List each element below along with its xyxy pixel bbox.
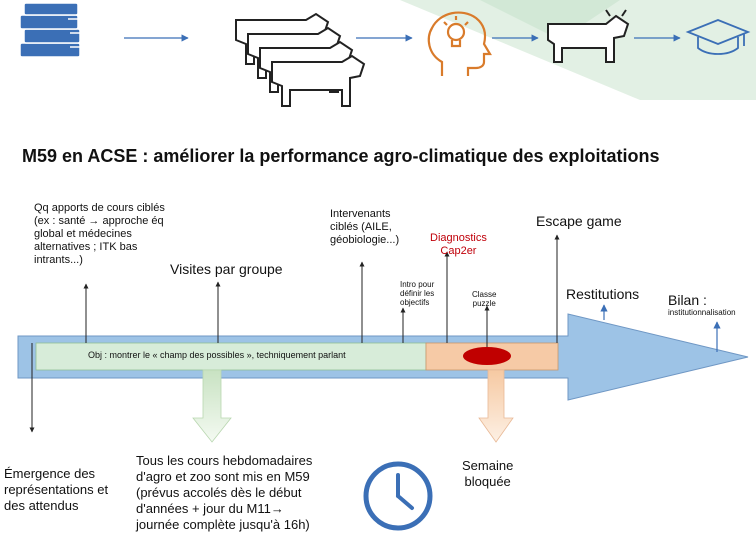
graduation-cap-icon <box>685 19 751 55</box>
clock-icon <box>363 461 433 531</box>
label-bilan: Bilan : <box>668 292 707 308</box>
label-semaine: Semaine bloquée <box>462 458 514 489</box>
green-down-arrow <box>192 369 232 443</box>
label-diagnostics: Diagnostics Cap2er <box>430 232 487 257</box>
label-escape-game: Escape game <box>536 213 622 229</box>
red-ellipse-marker <box>463 347 511 365</box>
label-intro: Intro pour définir les objectifs <box>400 280 435 307</box>
cow-icon <box>547 9 630 63</box>
top-accent-band <box>400 0 756 100</box>
label-emergence: Émergence des représentations et des att… <box>4 466 109 513</box>
idea-head-icon <box>427 11 492 76</box>
label-apports: Qq apports de cours ciblés (ex : santé →… <box>34 202 165 266</box>
label-classe-puzzle: Classe puzzle <box>472 290 497 308</box>
cow-herd-icon <box>235 12 366 107</box>
books-icon <box>19 2 81 58</box>
label-bilan-detail: institutionnalisation <box>668 308 736 317</box>
label-visites: Visites par groupe <box>170 261 283 277</box>
objective-text: Obj : montrer le « champ des possibles »… <box>88 350 346 360</box>
orange-down-arrow <box>478 369 514 443</box>
label-restitutions: Restitutions <box>566 286 640 302</box>
label-intervenants: Intervenants ciblés (AILE, géobiologie..… <box>330 208 400 246</box>
page-title: M59 en ACSE : améliorer la performance a… <box>22 146 660 166</box>
label-cours: Tous les cours hebdomadaires d'agro et z… <box>136 453 313 532</box>
blue-up-arrows <box>600 304 721 352</box>
objective-bar <box>35 342 427 371</box>
event-arrows <box>29 234 560 433</box>
